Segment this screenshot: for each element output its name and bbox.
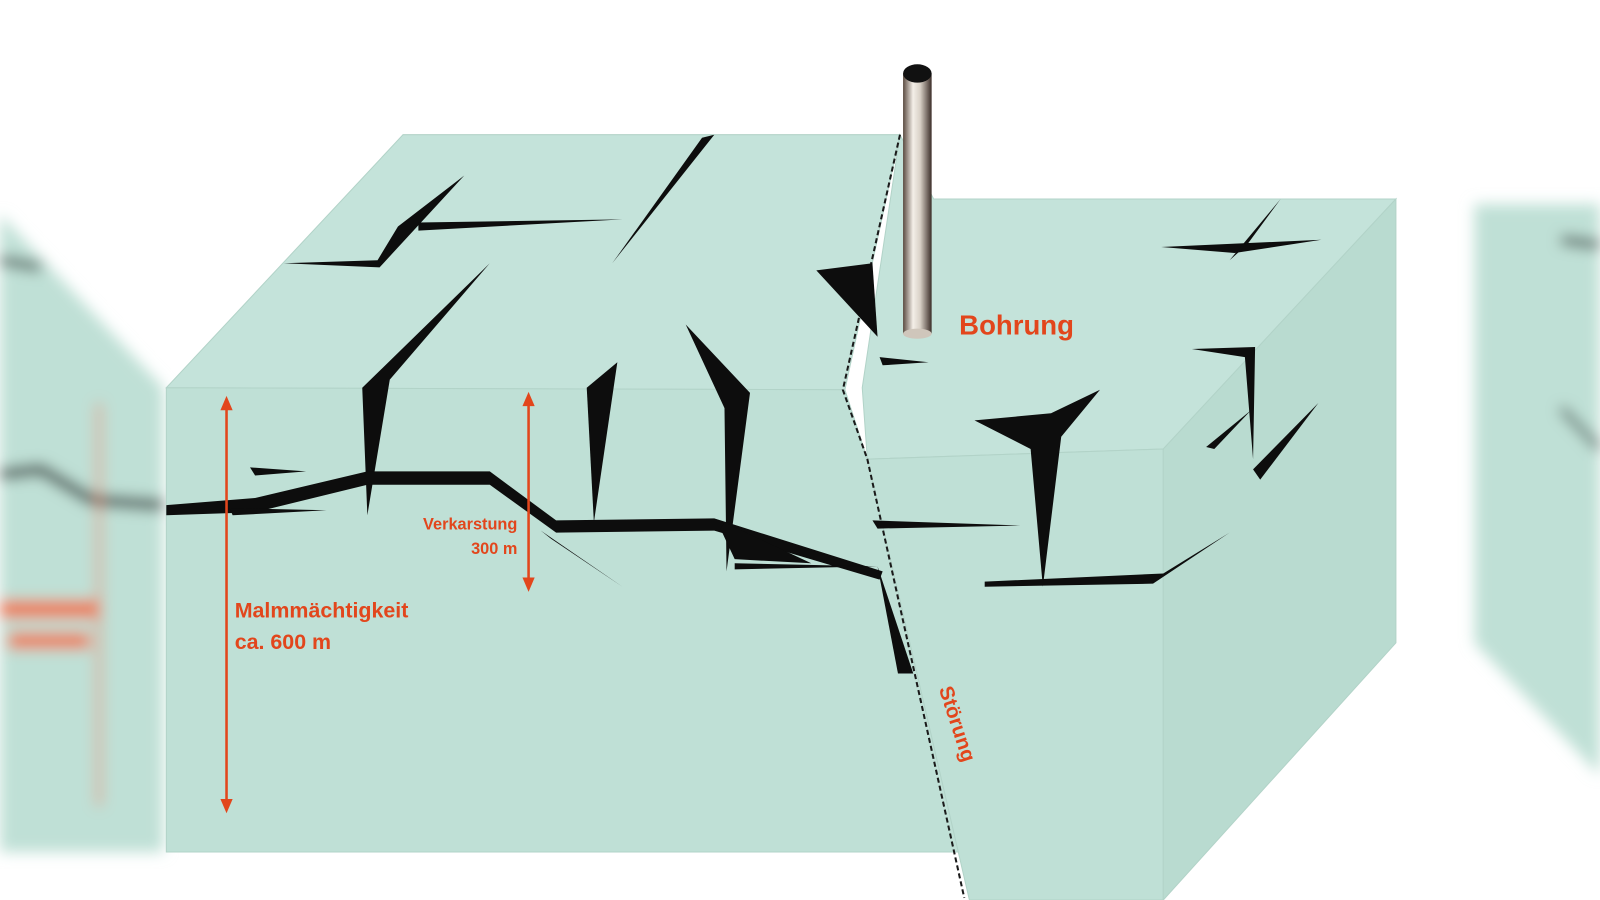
crack bbox=[250, 467, 307, 476]
crack bbox=[612, 134, 715, 264]
thickness-value: ca. 600 m bbox=[235, 630, 331, 654]
crack bbox=[984, 532, 1230, 587]
borehole-label: Bohrung bbox=[959, 310, 1074, 341]
crack bbox=[974, 389, 1100, 587]
crack bbox=[816, 263, 878, 337]
right-rock-block bbox=[861, 133, 1398, 900]
crack bbox=[586, 362, 618, 523]
crack bbox=[1191, 346, 1256, 460]
crack bbox=[685, 324, 750, 572]
karst-label: Verkarstung bbox=[423, 516, 517, 534]
crack bbox=[362, 263, 490, 516]
crack bbox=[1253, 403, 1319, 480]
thickness-label: Malmmächtigkeit bbox=[235, 598, 409, 622]
crack bbox=[872, 520, 1021, 529]
crack bbox=[879, 357, 929, 366]
karst-depth-label: 300 m bbox=[471, 540, 517, 558]
fault-line bbox=[841, 134, 966, 899]
borehole-pipe bbox=[903, 64, 932, 339]
blurred-right-block bbox=[1474, 204, 1600, 776]
thickness-arrow bbox=[220, 395, 233, 814]
blurred-left-block bbox=[0, 214, 164, 853]
karst-depth-arrow bbox=[522, 391, 535, 592]
left-rock-block bbox=[165, 134, 962, 853]
crack bbox=[1206, 410, 1252, 449]
crack bbox=[418, 219, 623, 231]
crack bbox=[720, 522, 812, 564]
fractures bbox=[166, 134, 1322, 674]
crack bbox=[229, 508, 327, 516]
crack bbox=[734, 563, 878, 570]
